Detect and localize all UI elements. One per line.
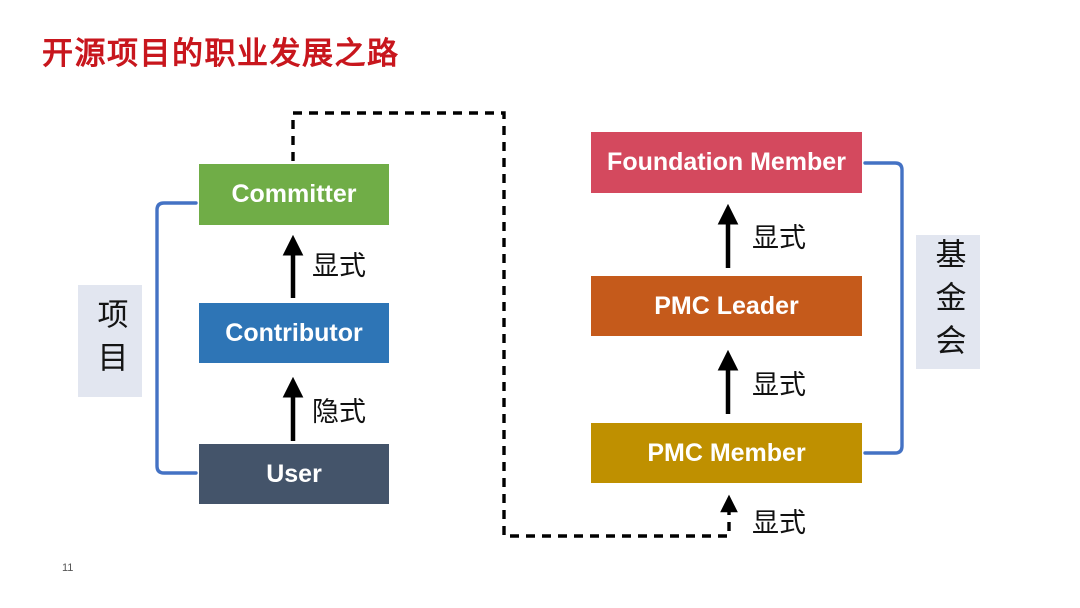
node-pmc-member: PMC Member xyxy=(591,423,862,483)
page-number: 11 xyxy=(62,562,74,574)
right-bracket-foundation xyxy=(863,161,904,455)
arrow-caption-explicit-right-upper: 显式 xyxy=(752,223,806,253)
arrow-caption-explicit-dashed: 显式 xyxy=(752,508,806,538)
group-label-foundation: 基金会 xyxy=(916,235,980,369)
slide-title: 开源项目的职业发展之路 xyxy=(42,36,400,71)
node-pmc-leader: PMC Leader xyxy=(591,276,862,336)
arrow-caption-implicit: 隐式 xyxy=(312,397,366,427)
node-foundation-member: Foundation Member xyxy=(591,132,862,193)
left-bracket-project xyxy=(155,201,198,475)
node-contributor: Contributor xyxy=(199,303,389,363)
node-committer: Committer xyxy=(199,164,389,225)
arrow-caption-explicit-left: 显式 xyxy=(312,251,366,281)
arrow-caption-explicit-right-lower: 显式 xyxy=(752,370,806,400)
node-user: User xyxy=(199,444,389,504)
group-label-project: 项目 xyxy=(78,285,142,397)
